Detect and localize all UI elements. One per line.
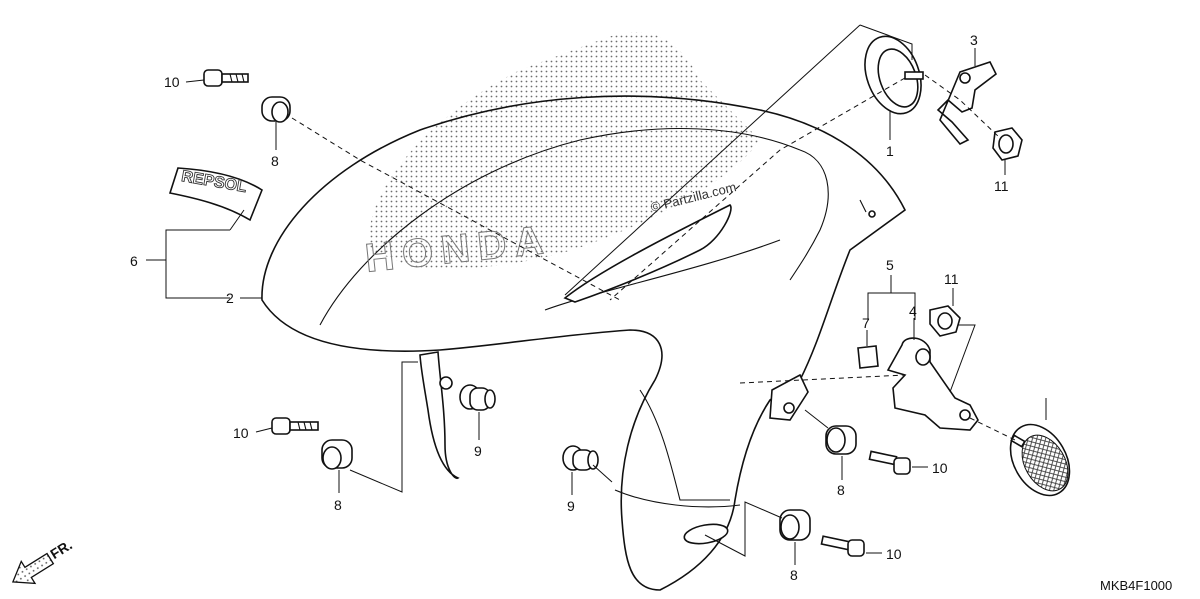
grommet-top [261, 96, 291, 123]
bracket-right [886, 337, 979, 431]
fender-mount-hole [783, 402, 795, 414]
callout-10-right: 10 [932, 460, 948, 476]
rubber-pad [857, 345, 879, 369]
leader-right-nut [949, 324, 976, 393]
fender-mount-tab [769, 373, 809, 421]
nut-top [992, 127, 1023, 161]
wing-decal-shading [368, 32, 760, 271]
callout-9-left: 9 [474, 443, 482, 459]
bracket-group-6 [146, 229, 230, 299]
leader-left-bolt [349, 361, 418, 493]
fender-stay-contour [639, 389, 730, 501]
reflector-right [1009, 423, 1071, 497]
fender-edge-line [544, 239, 781, 311]
callout-8-left: 8 [334, 497, 342, 513]
bracket-top [936, 61, 998, 145]
leader-10-left [255, 427, 273, 433]
front-fender [261, 32, 907, 591]
bolt-bottom [820, 535, 865, 557]
grommet-right [825, 425, 857, 455]
reflector-lens [1021, 434, 1069, 492]
leader-collar-center [592, 464, 613, 483]
grommet-left [321, 439, 353, 470]
callout-2: 2 [226, 290, 234, 306]
callout-11-right: 11 [944, 271, 959, 287]
callout-10-bottom: 10 [886, 546, 902, 562]
fender-clip-slot [859, 199, 867, 213]
leader-top-to-fender [609, 77, 906, 301]
leader-bottom [704, 501, 783, 557]
leader-emblem [229, 209, 245, 231]
bracket-group-5 [867, 292, 916, 320]
reflector-top [864, 35, 924, 115]
fender-side-panel [789, 149, 829, 281]
leader-top-right-b [859, 24, 913, 60]
callout-1-top: 1 [886, 143, 894, 159]
callout-4: 4 [909, 303, 917, 319]
leader-10-top [185, 79, 205, 83]
callout-11-top: 11 [994, 178, 1009, 194]
fender-lower-contour [614, 489, 741, 508]
callout-8-bottom: 8 [790, 567, 798, 583]
grommet-bottom [779, 509, 811, 541]
fender-inner-splash [419, 351, 460, 479]
bolt-right [868, 450, 911, 475]
callout-10-top: 10 [164, 74, 180, 90]
callout-8-right: 8 [837, 482, 845, 498]
bolt-top [203, 69, 249, 87]
fender-inner-contour [319, 127, 801, 326]
direction-label: FR. [47, 537, 75, 563]
callout-7: 7 [862, 315, 870, 331]
callout-6: 6 [130, 253, 138, 269]
repsol-emblem: REPSOL [168, 167, 263, 222]
nut-right [929, 305, 961, 337]
collar-left [459, 384, 496, 411]
callout-5: 5 [886, 257, 894, 273]
fender-body [261, 95, 907, 591]
callout-3: 3 [970, 32, 978, 48]
fender-clip-mark [868, 210, 876, 218]
callout-9-center: 9 [567, 498, 575, 514]
callout-8-top: 8 [271, 153, 279, 169]
leader-right-assembly [739, 374, 906, 384]
bolt-left [271, 417, 319, 435]
leader-top-right [564, 24, 861, 296]
callout-10-left: 10 [233, 425, 249, 441]
leader-right-grommet [804, 409, 829, 429]
arrow-front-icon [11, 552, 55, 585]
reference-code: MKB4F1000 [1100, 578, 1172, 593]
collar-center [562, 445, 599, 471]
fender-lower-slot [683, 523, 729, 545]
